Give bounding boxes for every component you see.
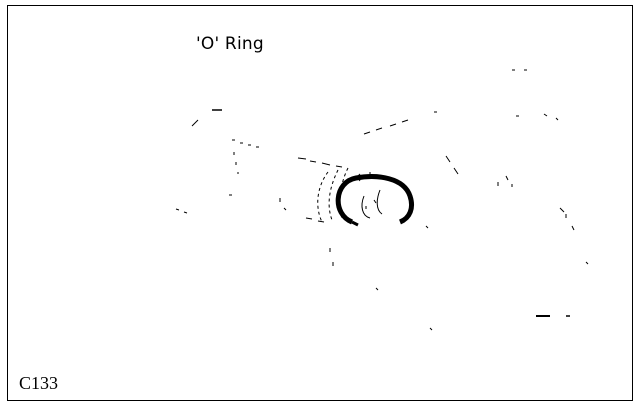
diagram-frame bbox=[7, 5, 633, 401]
component-outline bbox=[175, 69, 589, 331]
o-ring-callout-label: 'O' Ring bbox=[196, 34, 264, 54]
o-ring-shape bbox=[335, 174, 415, 227]
figure-code: C133 bbox=[19, 373, 59, 393]
callout-leader bbox=[357, 173, 361, 177]
